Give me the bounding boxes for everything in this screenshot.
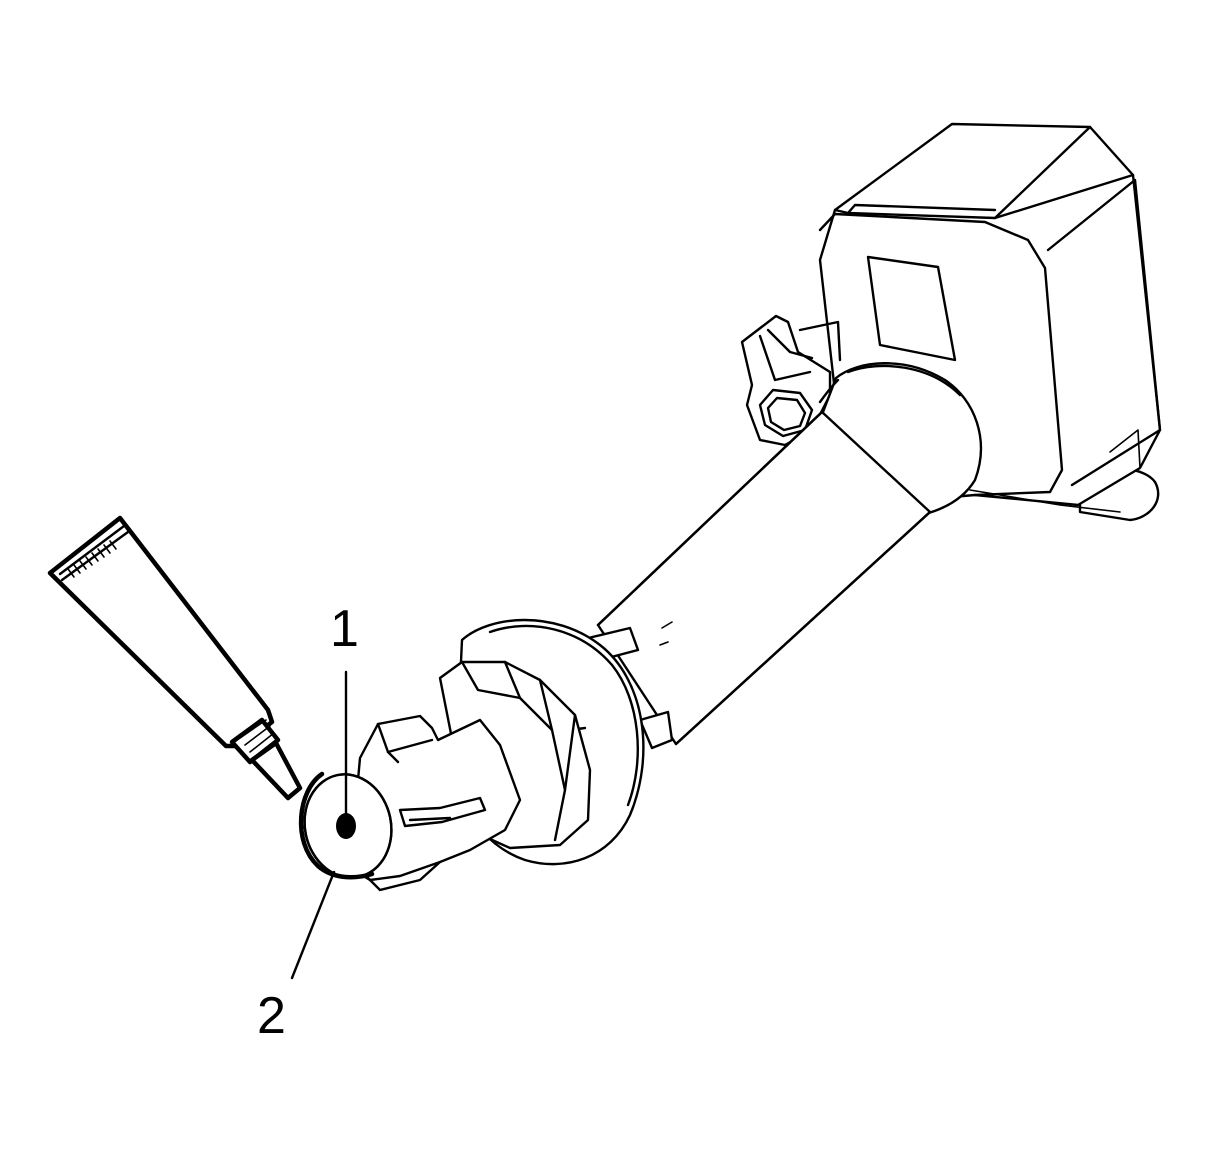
- callout-2: 2: [257, 987, 286, 1045]
- leader-line-2: [290, 870, 336, 980]
- column-tube: [596, 410, 932, 746]
- callout-1: 1: [330, 600, 359, 658]
- lubricant-tube: [47, 515, 303, 801]
- tilt-lever: [740, 314, 842, 447]
- splined-shaft: [348, 714, 522, 892]
- center-hole: [336, 813, 356, 839]
- shaft-end-face: [298, 771, 393, 880]
